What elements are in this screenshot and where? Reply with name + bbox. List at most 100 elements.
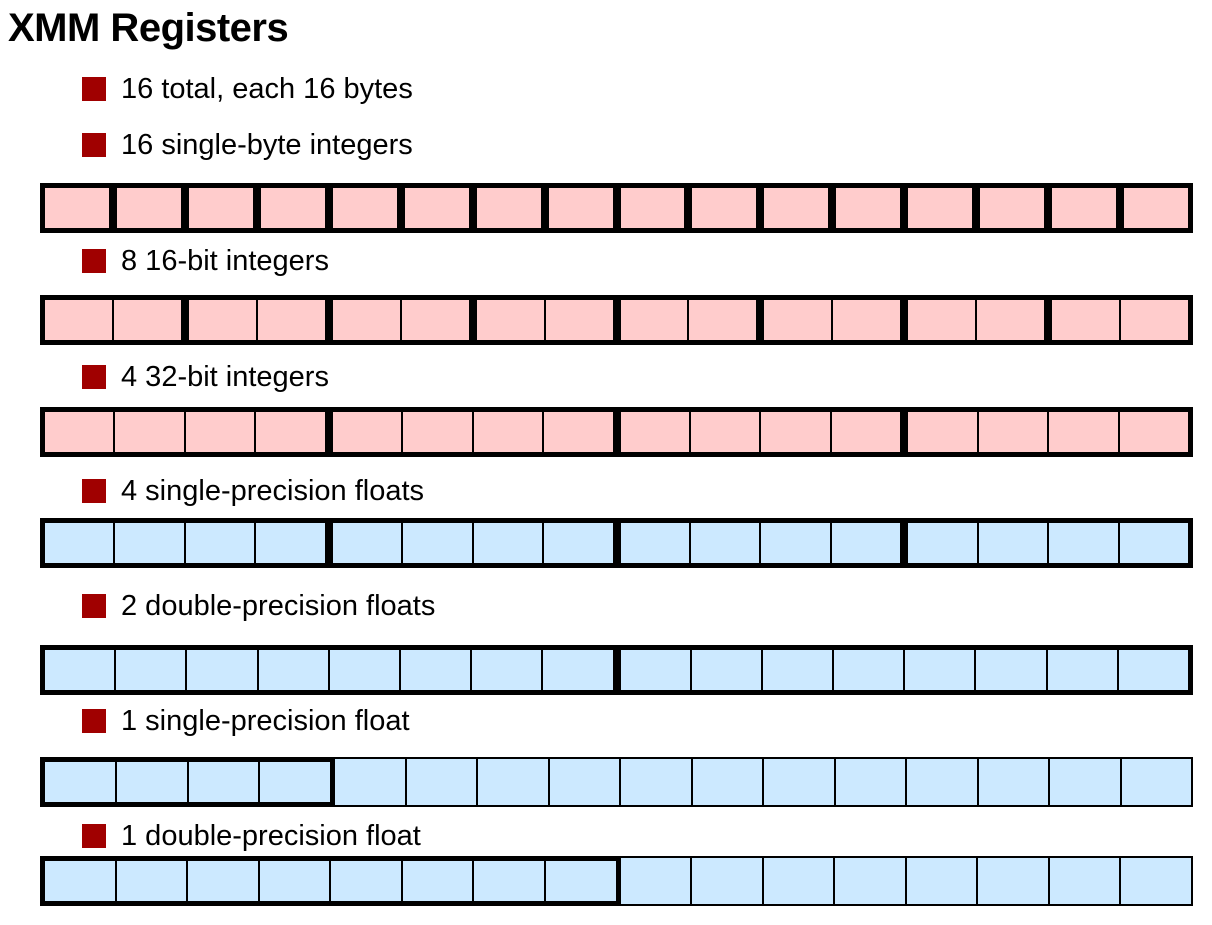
register-cell bbox=[976, 523, 1048, 563]
register-cell bbox=[45, 762, 115, 802]
register-group bbox=[471, 295, 618, 345]
register-cell bbox=[400, 861, 473, 901]
register-group bbox=[831, 183, 906, 233]
bullet-label: 1 double-precision float bbox=[121, 820, 421, 852]
register-cell bbox=[1119, 858, 1191, 904]
register-cell bbox=[45, 300, 112, 340]
register-cell bbox=[332, 523, 402, 563]
register-cell bbox=[620, 300, 688, 340]
register-cell bbox=[401, 523, 472, 563]
register-cell bbox=[255, 300, 325, 340]
register-cell bbox=[833, 759, 906, 805]
register-group bbox=[975, 183, 1050, 233]
register-cell bbox=[1124, 188, 1188, 228]
register-cell bbox=[1119, 300, 1188, 340]
register-cell bbox=[833, 858, 905, 904]
register-cell bbox=[620, 412, 689, 452]
register-cell bbox=[1117, 412, 1188, 452]
bullet-label: 1 single-precision float bbox=[121, 705, 410, 737]
register-cell bbox=[542, 412, 613, 452]
register-cell bbox=[1048, 759, 1120, 805]
register-cell bbox=[908, 300, 976, 340]
bullet-label: 4 32-bit integers bbox=[121, 361, 329, 393]
register-cell bbox=[547, 759, 620, 805]
register-cell bbox=[974, 650, 1046, 690]
register-cell bbox=[688, 412, 760, 452]
register-cell bbox=[759, 523, 830, 563]
register-cell bbox=[542, 523, 613, 563]
register-cell bbox=[975, 300, 1045, 340]
register-cell bbox=[45, 188, 109, 228]
register-cell bbox=[761, 858, 834, 904]
register-bar-1-double-precision-float bbox=[40, 856, 1193, 906]
register-cell bbox=[111, 300, 181, 340]
register-cell bbox=[829, 412, 901, 452]
register-cell bbox=[1052, 300, 1120, 340]
bullet-square-icon bbox=[82, 709, 106, 733]
register-cell bbox=[186, 762, 259, 802]
register-cell bbox=[471, 523, 543, 563]
bullet-item: 8 16-bit integers bbox=[0, 244, 1212, 278]
register-cell bbox=[113, 412, 184, 452]
register-cell bbox=[114, 762, 187, 802]
bullet-item: 1 double-precision float bbox=[0, 819, 1212, 853]
register-cell bbox=[976, 412, 1048, 452]
register-cell bbox=[404, 188, 469, 228]
bullet-item: 4 single-precision floats bbox=[0, 474, 1212, 508]
register-group bbox=[255, 183, 330, 233]
register-group bbox=[687, 183, 762, 233]
register-cell bbox=[762, 759, 834, 805]
register-cell bbox=[260, 188, 325, 228]
bullet-square-icon bbox=[82, 77, 106, 101]
bullet-square-icon bbox=[82, 249, 106, 273]
register-cell bbox=[1045, 650, 1117, 690]
register-cell bbox=[116, 188, 181, 228]
register-cell bbox=[688, 523, 760, 563]
register-cell bbox=[908, 523, 977, 563]
register-cell bbox=[476, 188, 541, 228]
bullet-square-icon bbox=[82, 824, 106, 848]
register-cell bbox=[904, 858, 977, 904]
register-cell bbox=[541, 650, 613, 690]
register-cell bbox=[332, 300, 400, 340]
register-cell bbox=[254, 412, 325, 452]
register-cell bbox=[980, 188, 1045, 228]
register-cell bbox=[472, 861, 544, 901]
bullet-label: 8 16-bit integers bbox=[121, 245, 329, 277]
register-cell bbox=[183, 412, 255, 452]
register-cell bbox=[256, 650, 328, 690]
register-group bbox=[903, 407, 1193, 457]
register-bar-8-16bit-integers bbox=[40, 295, 1193, 345]
register-group bbox=[183, 295, 330, 345]
bullet-item: 2 double-precision floats bbox=[0, 589, 1212, 623]
register-cell bbox=[1052, 188, 1117, 228]
register-cell bbox=[186, 861, 258, 901]
register-cell bbox=[908, 412, 977, 452]
register-cell bbox=[759, 412, 830, 452]
register-cell bbox=[764, 188, 829, 228]
register-cell bbox=[829, 523, 901, 563]
register-group bbox=[615, 645, 1193, 695]
register-cell bbox=[185, 650, 257, 690]
register-group bbox=[40, 856, 621, 906]
register-cell bbox=[690, 759, 763, 805]
register-cell bbox=[690, 858, 762, 904]
register-bar-1-single-precision-float bbox=[40, 757, 1193, 807]
register-cell bbox=[1119, 759, 1192, 805]
register-cell bbox=[183, 523, 255, 563]
register-cell bbox=[113, 523, 184, 563]
register-cell bbox=[1116, 650, 1188, 690]
register-cell bbox=[760, 650, 833, 690]
register-cell bbox=[329, 861, 401, 901]
register-cell bbox=[188, 300, 256, 340]
register-group bbox=[183, 183, 258, 233]
register-cell bbox=[543, 300, 613, 340]
register-group bbox=[327, 407, 618, 457]
register-cell bbox=[976, 858, 1048, 904]
register-cell bbox=[257, 861, 330, 901]
register-cell bbox=[620, 523, 689, 563]
register-group bbox=[40, 295, 186, 345]
register-cell bbox=[692, 188, 757, 228]
bullet-square-icon bbox=[82, 365, 106, 389]
register-cell bbox=[619, 759, 691, 805]
